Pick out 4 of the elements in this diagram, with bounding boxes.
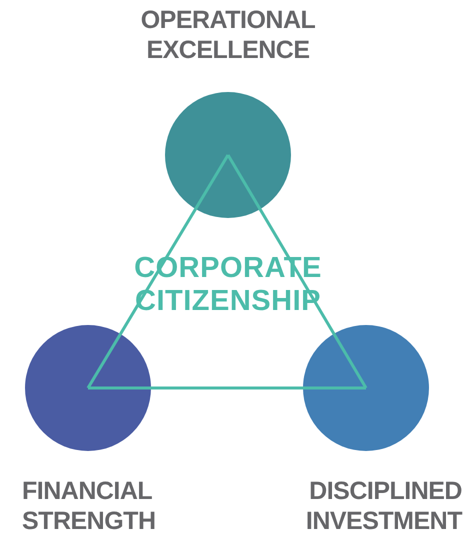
node-label: FINANCIAL STRENGTH	[22, 476, 156, 536]
triangle-line	[88, 386, 366, 390]
node-label: DISCIPLINED INVESTMENT	[304, 476, 462, 536]
node-label: OPERATIONAL EXCELLENCE	[140, 5, 316, 65]
